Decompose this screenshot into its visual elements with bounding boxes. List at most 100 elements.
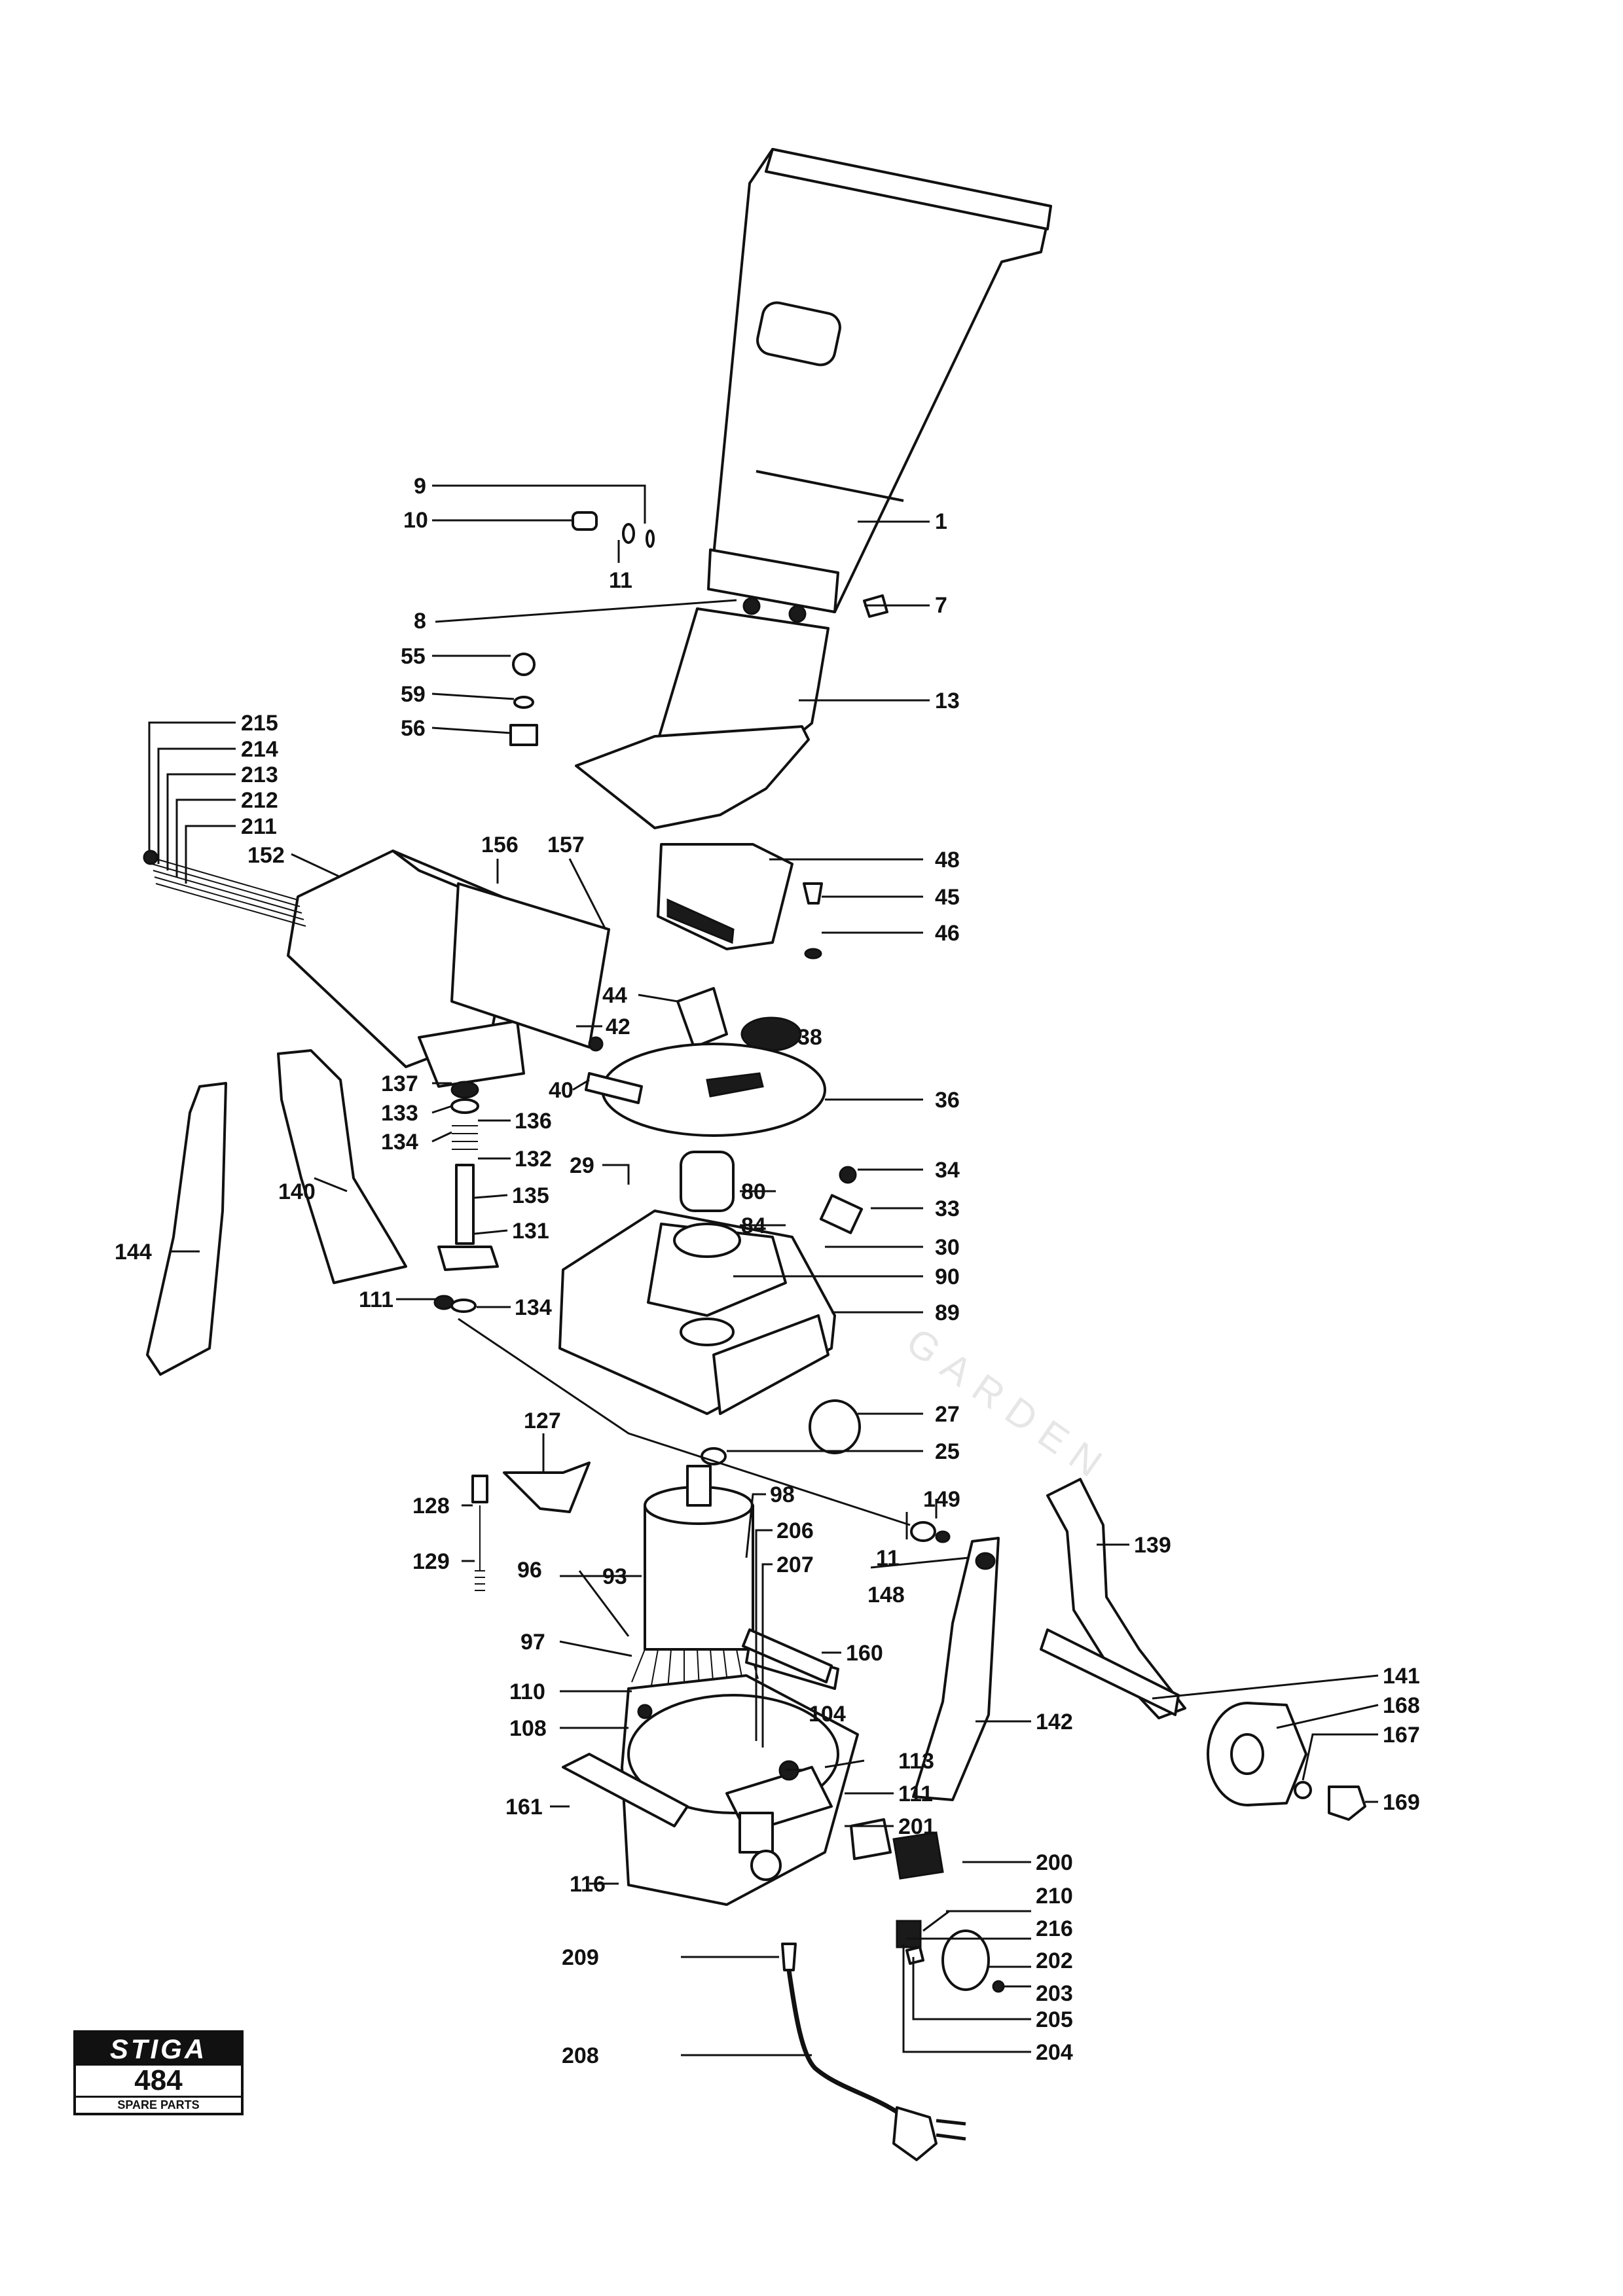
blade-fixings [676,882,823,1052]
wheel-frame [1040,1478,1366,1821]
label-140: 140 [278,1179,316,1204]
label-90: 90 [935,1265,960,1289]
hopper-part [707,148,1052,613]
label-84: 84 [741,1213,766,1238]
label-111-right: 111 [898,1782,933,1806]
label-56: 56 [401,716,426,741]
label-128: 128 [412,1494,450,1518]
label-216: 216 [1036,1916,1073,1941]
label-210: 210 [1036,1884,1073,1909]
label-110: 110 [509,1679,545,1704]
label-152: 152 [247,843,285,868]
label-30: 30 [935,1235,960,1260]
label-116: 116 [570,1872,606,1897]
label-25: 25 [935,1439,960,1464]
label-167: 167 [1383,1723,1420,1748]
label-36: 36 [935,1088,960,1113]
label-11-bottom: 11 [876,1546,900,1571]
logo-model: 484 [134,2064,183,2096]
label-42: 42 [606,1014,630,1039]
switch-part [850,1818,1005,1993]
stiga-logo: STIGA 484 SPARE PARTS [73,2030,244,2115]
label-202: 202 [1036,1948,1073,1973]
bracket-part [657,843,793,950]
label-200: 200 [1036,1850,1073,1875]
label-204: 204 [1036,2040,1073,2065]
label-29: 29 [570,1153,594,1178]
label-9: 9 [414,474,426,499]
base-part [562,1674,859,1906]
label-157: 157 [547,833,585,857]
label-93: 93 [602,1564,627,1589]
motor-housing [558,1151,864,1415]
label-214: 214 [241,737,278,762]
label-34: 34 [935,1158,960,1183]
right-frame [910,1521,1000,1801]
label-203: 203 [1036,1981,1073,2006]
label-59: 59 [401,682,426,707]
label-160: 160 [846,1641,883,1666]
label-44: 44 [602,983,627,1008]
handle-bar [742,1628,833,1683]
label-141: 141 [1383,1664,1420,1689]
label-205: 205 [1036,2007,1073,2032]
logo-subtitle: SPARE PARTS [76,2096,241,2112]
label-206: 206 [776,1518,814,1543]
label-207: 207 [776,1552,814,1577]
left-frame [146,1049,499,1376]
label-108: 108 [509,1716,547,1741]
logo-brand: STIGA [76,2033,241,2066]
label-139: 139 [1134,1533,1171,1558]
label-168: 168 [1383,1693,1420,1718]
leader-lines [148,484,1379,2056]
label-48: 48 [935,848,960,872]
label-133: 133 [381,1101,418,1126]
label-156: 156 [481,833,519,857]
label-208: 208 [562,2043,599,2068]
label-215: 215 [241,711,278,736]
label-144: 144 [115,1240,152,1265]
label-169: 169 [1383,1790,1420,1815]
label-11-top: 11 [609,568,632,593]
label-10: 10 [403,508,428,533]
part-labels: 1 7 8 9 10 11 13 55 59 56 215 214 213 21… [115,474,1420,2068]
label-161: 161 [505,1795,543,1820]
label-7: 7 [935,593,947,618]
label-38: 38 [797,1025,822,1050]
label-135: 135 [512,1183,549,1208]
label-148: 148 [867,1583,905,1607]
label-213: 213 [241,762,278,787]
label-134-bottom: 134 [515,1295,552,1320]
knob-part [701,1399,861,1465]
label-131: 131 [512,1219,549,1244]
label-137: 137 [381,1071,418,1096]
label-149: 149 [923,1487,960,1512]
label-8: 8 [414,609,426,634]
label-129: 129 [412,1549,450,1574]
chute-part [575,597,830,829]
label-33: 33 [935,1196,960,1221]
label-211: 211 [241,814,277,839]
label-55: 55 [401,644,426,669]
label-132: 132 [515,1147,552,1172]
label-97: 97 [520,1630,545,1655]
label-96: 96 [517,1558,542,1583]
power-cable [781,1943,966,2161]
label-40: 40 [549,1078,574,1103]
label-136: 136 [515,1109,552,1134]
cutting-disc [585,1036,826,1137]
label-113: 113 [898,1749,934,1774]
chute-fasteners [509,511,888,746]
watermark-text: GARDEN [899,1319,1120,1492]
label-142: 142 [1036,1710,1073,1734]
label-46: 46 [935,921,960,946]
label-89: 89 [935,1300,960,1325]
label-1: 1 [935,509,947,534]
label-127: 127 [524,1408,561,1433]
label-201: 201 [898,1814,936,1839]
label-45: 45 [935,885,960,910]
label-80: 80 [741,1179,766,1204]
label-104: 104 [809,1702,846,1727]
label-111-left: 111 [359,1287,393,1312]
